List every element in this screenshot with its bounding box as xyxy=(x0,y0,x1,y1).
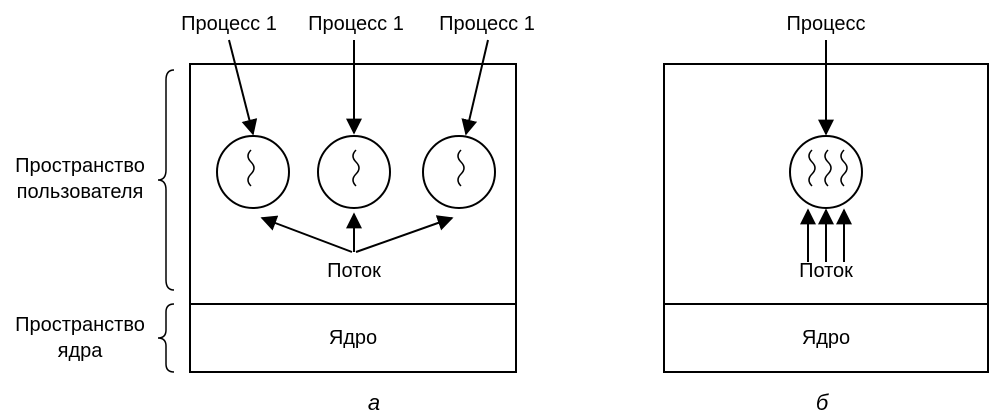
panel-b-caption: б xyxy=(816,390,830,415)
panel-a-process-arrow-1 xyxy=(228,39,258,136)
panel-b-thread-squiggle-2 xyxy=(824,149,832,187)
panel-a-thread-squiggle-2 xyxy=(352,149,360,187)
panel-a-process-circle-3 xyxy=(422,135,496,209)
panel-a-thread-label: Поток xyxy=(327,260,381,282)
panel-a-process-label-1: Процесс 1 xyxy=(181,13,277,35)
panel-b-thread-squiggle-3 xyxy=(840,149,848,187)
panel-a-process-arrow-3 xyxy=(461,39,489,136)
user-space-label-line1: Пространство xyxy=(15,155,145,177)
kernel-space-label-line1: Пространство xyxy=(15,314,145,336)
panel-a-thread-squiggle-1 xyxy=(247,149,255,187)
panel-a-kernel-box xyxy=(189,303,517,373)
panel-a-kernel-label: Ядро xyxy=(329,327,377,349)
panel-a-process-circle-1 xyxy=(216,135,290,209)
panel-a-process-label-3: Процесс 1 xyxy=(439,13,535,35)
panel-a-thread-arrow-3 xyxy=(355,215,454,253)
panel-b-thread-label: Поток xyxy=(799,260,853,282)
panel-a-process-label-2: Процесс 1 xyxy=(308,13,404,35)
panel-a-process-circle-2 xyxy=(317,135,391,209)
panel-b-kernel-box xyxy=(663,303,989,373)
panel-b-process-label: Процесс xyxy=(787,13,866,35)
kernel-space-brace xyxy=(157,303,175,373)
user-space-label-line2: пользователя xyxy=(17,181,144,203)
panel-b-process-circle xyxy=(789,135,863,209)
panel-b-thread-squiggle-1 xyxy=(808,149,816,187)
panel-a-thread-squiggle-3 xyxy=(457,149,465,187)
panel-b-kernel-label: Ядро xyxy=(802,327,850,349)
user-space-brace xyxy=(157,69,175,291)
panel-a-thread-arrow-1 xyxy=(260,215,353,253)
kernel-space-label-line2: ядра xyxy=(58,340,104,362)
panel-a-caption: а xyxy=(368,390,380,415)
